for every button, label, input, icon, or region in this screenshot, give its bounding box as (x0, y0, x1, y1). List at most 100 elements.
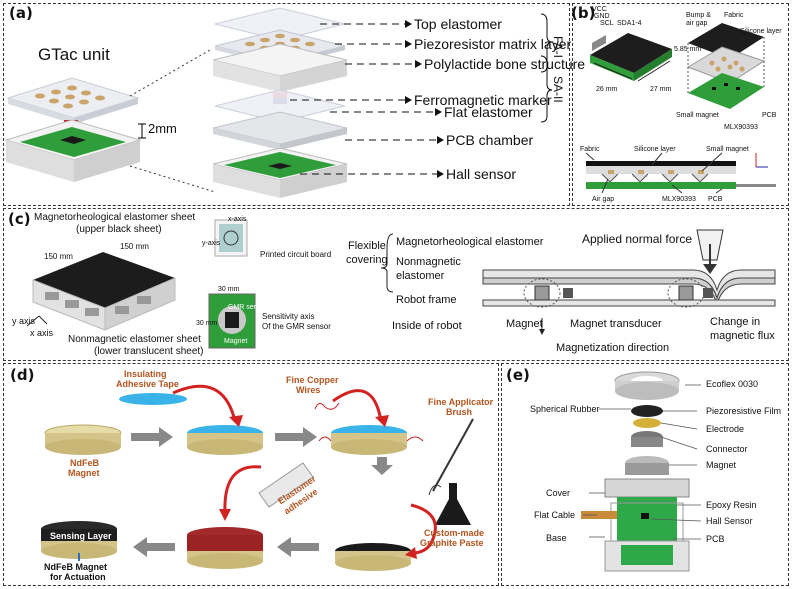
ndfeb-1-label: NdFeB (70, 458, 99, 468)
spherical-label: Spherical Rubber (530, 404, 600, 414)
label-top-elastomer: Top elastomer (414, 16, 502, 32)
magnet-small-label: Magnet (224, 338, 248, 345)
mre-sheet-label: Magnetorheological elastomer sheet (34, 212, 196, 223)
dim-27-label: 27 mm (650, 86, 672, 93)
cross-section (586, 153, 776, 189)
hall-label: Hall Sensor (706, 516, 753, 526)
panel-c-tag: (c) (8, 210, 31, 228)
label-hall-sensor: Hall sensor (446, 166, 517, 182)
pin-gnd: GND (594, 13, 610, 20)
change-in-label: Change in (710, 316, 761, 328)
gtac-unit-drawing (4, 49, 216, 193)
fine-copper-2-label: Wires (296, 385, 321, 395)
label-polylactide: Polylactide bone structure (424, 56, 586, 72)
robot-frame-label: Robot frame (396, 294, 457, 306)
pcb-label-e: PCB (706, 534, 725, 544)
small-magnet-label: Small magnet (676, 112, 719, 119)
dim-585-label: 5.85 mm (674, 46, 702, 53)
panel-c-illustration (26, 219, 776, 349)
dim-150b-label: 150 mm (120, 242, 149, 251)
panel-a-tag: (a) (9, 4, 33, 22)
label-ferromagnetic: Ferromagnetic marker (414, 92, 552, 108)
custom-1-label: Custom-made (424, 528, 485, 538)
magnet-transducer-label: Magnet transducer (570, 318, 662, 330)
custom-2-label: Graphite Paste (420, 538, 484, 548)
sensing-layer-label: Sensing Layer (50, 531, 112, 541)
fine-copper-1-label: Fine Copper (286, 375, 339, 385)
sec-air-gap-label: Air gap (592, 196, 615, 203)
lower-translucent-label: (lower translucent sheet) (94, 346, 204, 357)
bump-label: Bump & (686, 12, 711, 19)
yaxis-small-label: y-axis (202, 240, 221, 247)
magnetization-dir-label: Magnetization direction (556, 342, 670, 354)
sens-axis-2-label: Of the GMR sensor (262, 322, 331, 331)
panel-d (3, 363, 499, 586)
xaxis-small-label: x-axis (228, 216, 247, 223)
magnet-label-e: Magnet (706, 460, 737, 470)
exploded-stack (212, 7, 348, 198)
dim-2mm-label: 2mm (148, 121, 177, 136)
panel-b (572, 3, 789, 206)
pcb-label-b: PCB (762, 112, 777, 119)
sec-small-magnet-label: Small magnet (706, 146, 749, 153)
panel-a (3, 3, 570, 206)
silicone-layer-label: Silicone layer (740, 28, 782, 35)
brace-saii-label: SA-II (551, 76, 565, 103)
ndfeb-act-2-label: for Actuation (50, 572, 106, 582)
piezo-film-label: Piezoresistive Film (706, 406, 782, 416)
dim-150a-label: 150 mm (44, 252, 73, 261)
nonmag-sheet-label: Nonmagnetic elastomer sheet (68, 334, 201, 345)
mre-label: Magnetorheological elastomer (396, 236, 544, 248)
epoxy-label: Epoxy Resin (706, 500, 757, 510)
sec-silicone-label: Silicone layer (634, 146, 676, 153)
cover-label: Cover (546, 488, 571, 498)
panel-d-illustration (41, 384, 474, 571)
insulating-2-label: Adhesive Tape (116, 379, 179, 389)
pcb-small-label: Printed circuit board (260, 250, 332, 259)
x-axis-label: x axis (30, 328, 54, 338)
upper-black-label: (upper black sheet) (76, 224, 162, 235)
flat-cable-label: Flat Cable (534, 510, 576, 520)
panel-a-illustration (4, 7, 553, 198)
brace-fai-label: FA-I (551, 36, 565, 59)
panel-d-tag: (d) (10, 366, 35, 384)
dim-30a-label: 30 mm (218, 286, 240, 293)
panel-c (3, 208, 789, 361)
panel-b-illustration (585, 23, 776, 194)
nonmag2-label: elastomer (396, 270, 445, 282)
pin-sda: SDA1-4 (617, 20, 642, 27)
covering-label: covering (346, 254, 388, 266)
panel-e-illustration (581, 371, 702, 572)
insulating-1-label: Insulating (124, 369, 167, 379)
gtac-unit-label: GTac unit (38, 45, 110, 64)
sec-pcb-label: PCB (708, 196, 723, 203)
nonmag1-label: Nonmagnetic (396, 256, 461, 268)
applied-force-label: Applied normal force (582, 232, 693, 246)
applicator-1-label: Fine Applicator (428, 397, 494, 407)
connector-label: Connector (706, 444, 748, 454)
magnet-label-c: Magnet (506, 318, 543, 330)
sec-mlx-label: MLX90393 (662, 196, 696, 203)
pin-scl: SCL (600, 20, 614, 27)
base-label: Base (546, 533, 567, 543)
ecoflex-label: Ecoflex 0030 (706, 379, 759, 389)
label-flat-elastomer: Flat elastomer (444, 104, 533, 120)
label-piezoresistor: Piezoresistor matrix layer (414, 36, 572, 52)
dim-30b-label: 30 mm (196, 320, 218, 327)
covering-section (482, 269, 776, 335)
magnetic-flux-label: magnetic flux (710, 330, 775, 342)
flexible-label: Flexible (348, 240, 386, 252)
mlx-label: MLX90393 (724, 124, 758, 131)
applicator-2-label: Brush (446, 407, 473, 417)
fabric-label: Fabric (724, 12, 744, 19)
sec-fabric-label: Fabric (580, 146, 600, 153)
label-pcb-chamber: PCB chamber (446, 132, 534, 148)
panel-e (501, 363, 789, 586)
dim-26-label: 26 mm (596, 86, 618, 93)
gmr-label: GMR sensor (228, 304, 268, 311)
ndfeb-2-label: Magnet (68, 468, 100, 478)
panel-b-tag: (b) (571, 4, 596, 22)
inside-robot-label: Inside of robot (392, 320, 462, 332)
panel-e-tag: (e) (506, 366, 530, 384)
ndfeb-act-1-label: NdFeB Magnet (44, 562, 107, 572)
